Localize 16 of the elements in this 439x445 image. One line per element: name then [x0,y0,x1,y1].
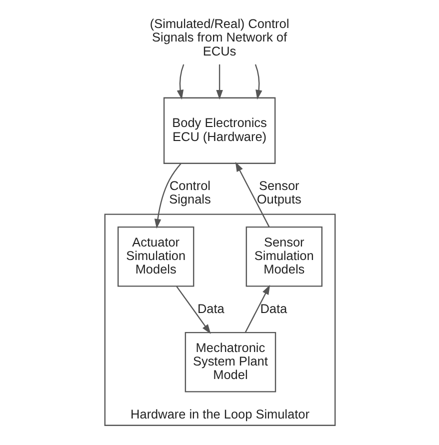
arrow [254,64,262,100]
edge-label: Control Signals [168,178,210,207]
edge-label: Data [260,300,287,316]
arrow [176,286,210,334]
arrow [154,163,181,229]
edge-label: Data [196,300,224,316]
node-box: Sensor Simulation Models [245,226,322,287]
edge-label: Sensor Outputs [256,178,301,207]
arrow [176,64,184,100]
arrow [244,284,270,333]
node-box: Body Electronics ECU (Hardware) [162,97,276,164]
arrow [216,64,222,100]
node-box: Actuator Simulation Models [117,226,194,287]
arrow [234,162,270,228]
node-box: Mechatronic System Plant Model [184,332,276,392]
node-text: (Simulated/Real) Control Signals from Network of ECUs [149,16,289,58]
